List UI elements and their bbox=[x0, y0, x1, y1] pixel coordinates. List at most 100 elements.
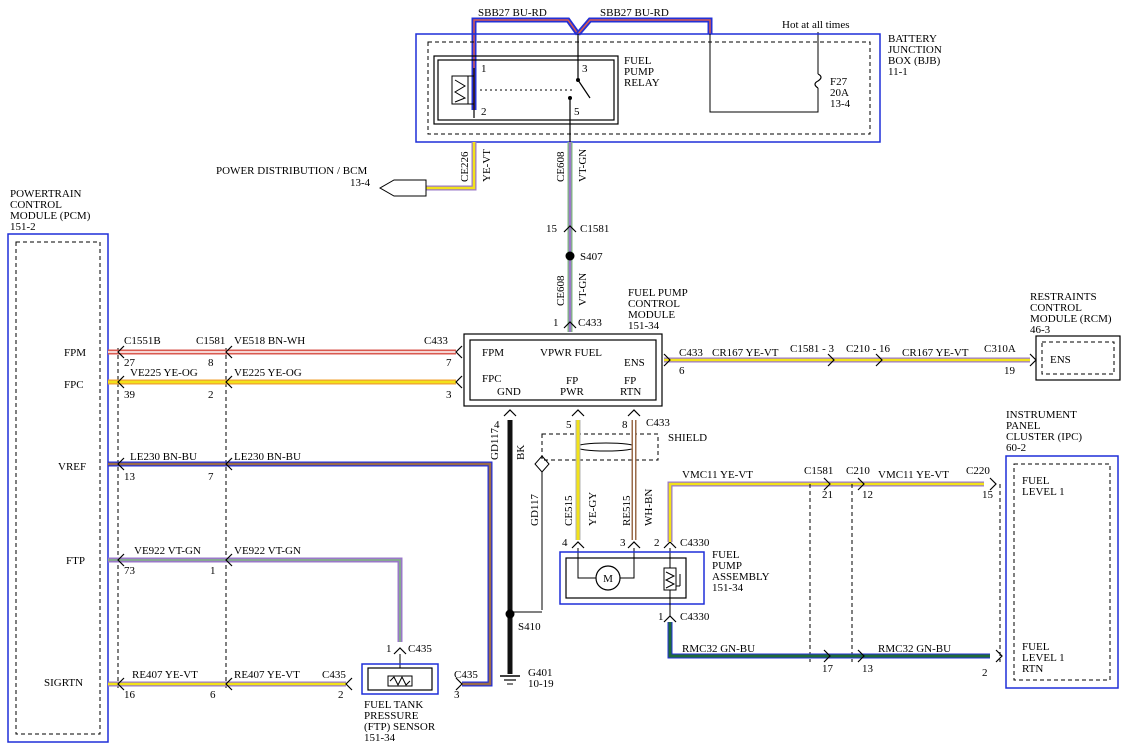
sigrtn-pin-6: 6 bbox=[210, 689, 216, 701]
wire-rmc32 bbox=[667, 622, 990, 659]
ce515-color: YE-GY bbox=[587, 492, 599, 526]
shield-box bbox=[541, 433, 659, 461]
re515-circuit: RE515 bbox=[621, 495, 633, 526]
g401-ref: 10-19 bbox=[528, 678, 554, 690]
fpcm-c433-left: C433 bbox=[424, 335, 448, 347]
bjb-name-1: BATTERY bbox=[888, 33, 937, 45]
c433-top-name: C433 bbox=[578, 317, 602, 329]
motor-label: M bbox=[603, 573, 613, 585]
vref-wire-label-2: LE230 BN-BU bbox=[234, 451, 301, 463]
rcm-name-4: 46-3 bbox=[1030, 324, 1051, 336]
fpcm-title-1: FUEL PUMP bbox=[628, 287, 688, 299]
pcm-module bbox=[7, 233, 109, 743]
ipc-name-4: 60-2 bbox=[1006, 442, 1026, 454]
gd117-circuit-2: GD117 bbox=[529, 494, 541, 526]
fuse-rating: 20A bbox=[830, 87, 849, 99]
vref-wire-label-1: LE230 BN-BU bbox=[130, 451, 197, 463]
ce608-top-circuit: CE608 bbox=[555, 151, 567, 182]
gd117-color: BK bbox=[515, 445, 527, 460]
s410-label: S410 bbox=[518, 621, 541, 633]
ens-c210: C210 - 16 bbox=[846, 343, 891, 355]
fpc-pin-39: 39 bbox=[124, 389, 136, 401]
rcm-module bbox=[1035, 335, 1121, 381]
ftp-sensor-resistor-icon bbox=[389, 675, 411, 687]
c4330-top-name: C4330 bbox=[680, 537, 710, 549]
wire-sbb27-right bbox=[576, 17, 713, 36]
fpcm-vpwr: VPWR FUEL bbox=[540, 347, 602, 359]
ce226-circuit: CE226 bbox=[459, 151, 471, 182]
ftp-sensor-name-3: (FTP) SENSOR bbox=[364, 721, 436, 733]
fpm-pin-8: 8 bbox=[208, 357, 214, 369]
vmc-pin-21: 21 bbox=[822, 489, 833, 501]
rmc-wire-label-2: RMC32 GN-BU bbox=[878, 643, 951, 655]
fpcm-module bbox=[463, 333, 663, 407]
sigrtn-pin-16: 16 bbox=[124, 689, 136, 701]
ipc-pin-2: 2 bbox=[982, 667, 988, 679]
fpcm-c433-bottom: C433 bbox=[646, 417, 670, 429]
rmc-pin-13: 13 bbox=[862, 663, 874, 675]
c433-top-connector-icon bbox=[563, 321, 577, 329]
ce226-color: YE-VT bbox=[481, 149, 493, 182]
ipc-module bbox=[1005, 455, 1119, 689]
ce608-mid-circuit: CE608 bbox=[555, 275, 567, 306]
c435-right-name: C435 bbox=[454, 669, 478, 681]
relay-pin-1: 1 bbox=[481, 63, 487, 75]
ftp-wire-label-1: VE922 VT-GN bbox=[134, 545, 201, 557]
ipc-rtn-1: FUEL bbox=[1022, 641, 1050, 653]
ipc-pin-15: 15 bbox=[982, 489, 994, 501]
vmc-wire-label-1: VMC11 YE-VT bbox=[682, 469, 753, 481]
relay-pin-2: 2 bbox=[481, 106, 487, 118]
pcm-name-2: CONTROL bbox=[10, 199, 62, 211]
fuel-level-sender-icon bbox=[663, 567, 677, 591]
pump-c4330: C4330 bbox=[680, 611, 710, 623]
pump-name-2: PUMP bbox=[712, 560, 742, 572]
vref-pin-13: 13 bbox=[124, 471, 136, 483]
fpm-wire-label: VE518 BN-WH bbox=[234, 335, 305, 347]
ce515-circuit: CE515 bbox=[563, 495, 575, 526]
rcm-name-2: CONTROL bbox=[1030, 302, 1082, 314]
fuse-f27: F27 bbox=[830, 76, 848, 88]
fpcm-fp-rtn-1: FP bbox=[624, 375, 636, 387]
pcm-name-1: POWERTRAIN bbox=[10, 188, 82, 200]
ens-wire-label-2: CR167 YE-VT bbox=[902, 347, 969, 359]
fpc-pin-2: 2 bbox=[208, 389, 214, 401]
fpcm-pin-5: 5 bbox=[566, 419, 572, 431]
c433-top-pin: 1 bbox=[553, 317, 559, 329]
vmc-c210: C210 bbox=[846, 465, 870, 477]
wire-ce226 bbox=[426, 142, 477, 191]
relay-pin-3: 3 bbox=[582, 63, 588, 75]
c435-right-pin: 3 bbox=[454, 689, 460, 701]
fpcm-gnd: GND bbox=[497, 386, 521, 398]
fpcm-pin-3: 3 bbox=[446, 389, 452, 401]
shield-label: SHIELD bbox=[668, 432, 707, 444]
pcm-pin-sigrtn: SIGRTN bbox=[44, 677, 83, 689]
rcm-name-1: RESTRAINTS bbox=[1030, 291, 1097, 303]
sigrtn-c435: C435 bbox=[322, 669, 346, 681]
fpcm-pin-8: 8 bbox=[622, 419, 628, 431]
ftp-sensor-module bbox=[361, 663, 439, 695]
fpcm-pin-6: 6 bbox=[679, 365, 685, 377]
s410-splice-icon bbox=[505, 609, 515, 619]
fpc-wire-label-2: VE225 YE-OG bbox=[234, 367, 302, 379]
sigrtn-wire-label-2: RE407 YE-VT bbox=[234, 669, 300, 681]
wire-sbb27-left bbox=[471, 17, 581, 110]
wire-ve922 bbox=[108, 557, 403, 642]
fpcm-pin-4: 4 bbox=[494, 419, 500, 431]
fpcm-pin-7: 7 bbox=[446, 357, 452, 369]
fpcm-fp-pwr-2: PWR bbox=[560, 386, 585, 398]
fpcm-fpc: FPC bbox=[482, 373, 502, 385]
vmc-wire-label-2: VMC11 YE-VT bbox=[878, 469, 949, 481]
fpcm-title-4: 151-34 bbox=[628, 320, 660, 332]
vmc-c1581: C1581 bbox=[804, 465, 833, 477]
rcm-name-3: MODULE (RCM) bbox=[1030, 313, 1112, 325]
pump-name-1: FUEL bbox=[712, 549, 740, 561]
fpcm-fp-pwr-1: FP bbox=[566, 375, 578, 387]
fuse-icon bbox=[814, 73, 822, 89]
hot-at-all-times-label: Hot at all times bbox=[782, 19, 850, 31]
fpcm-c433-ens: C433 bbox=[679, 347, 703, 359]
fpcm-title-2: CONTROL bbox=[628, 298, 680, 310]
c4330-pin-3: 3 bbox=[620, 537, 626, 549]
rcm-pin-19: 19 bbox=[1004, 365, 1016, 377]
pump-name-4: 151-34 bbox=[712, 582, 744, 594]
